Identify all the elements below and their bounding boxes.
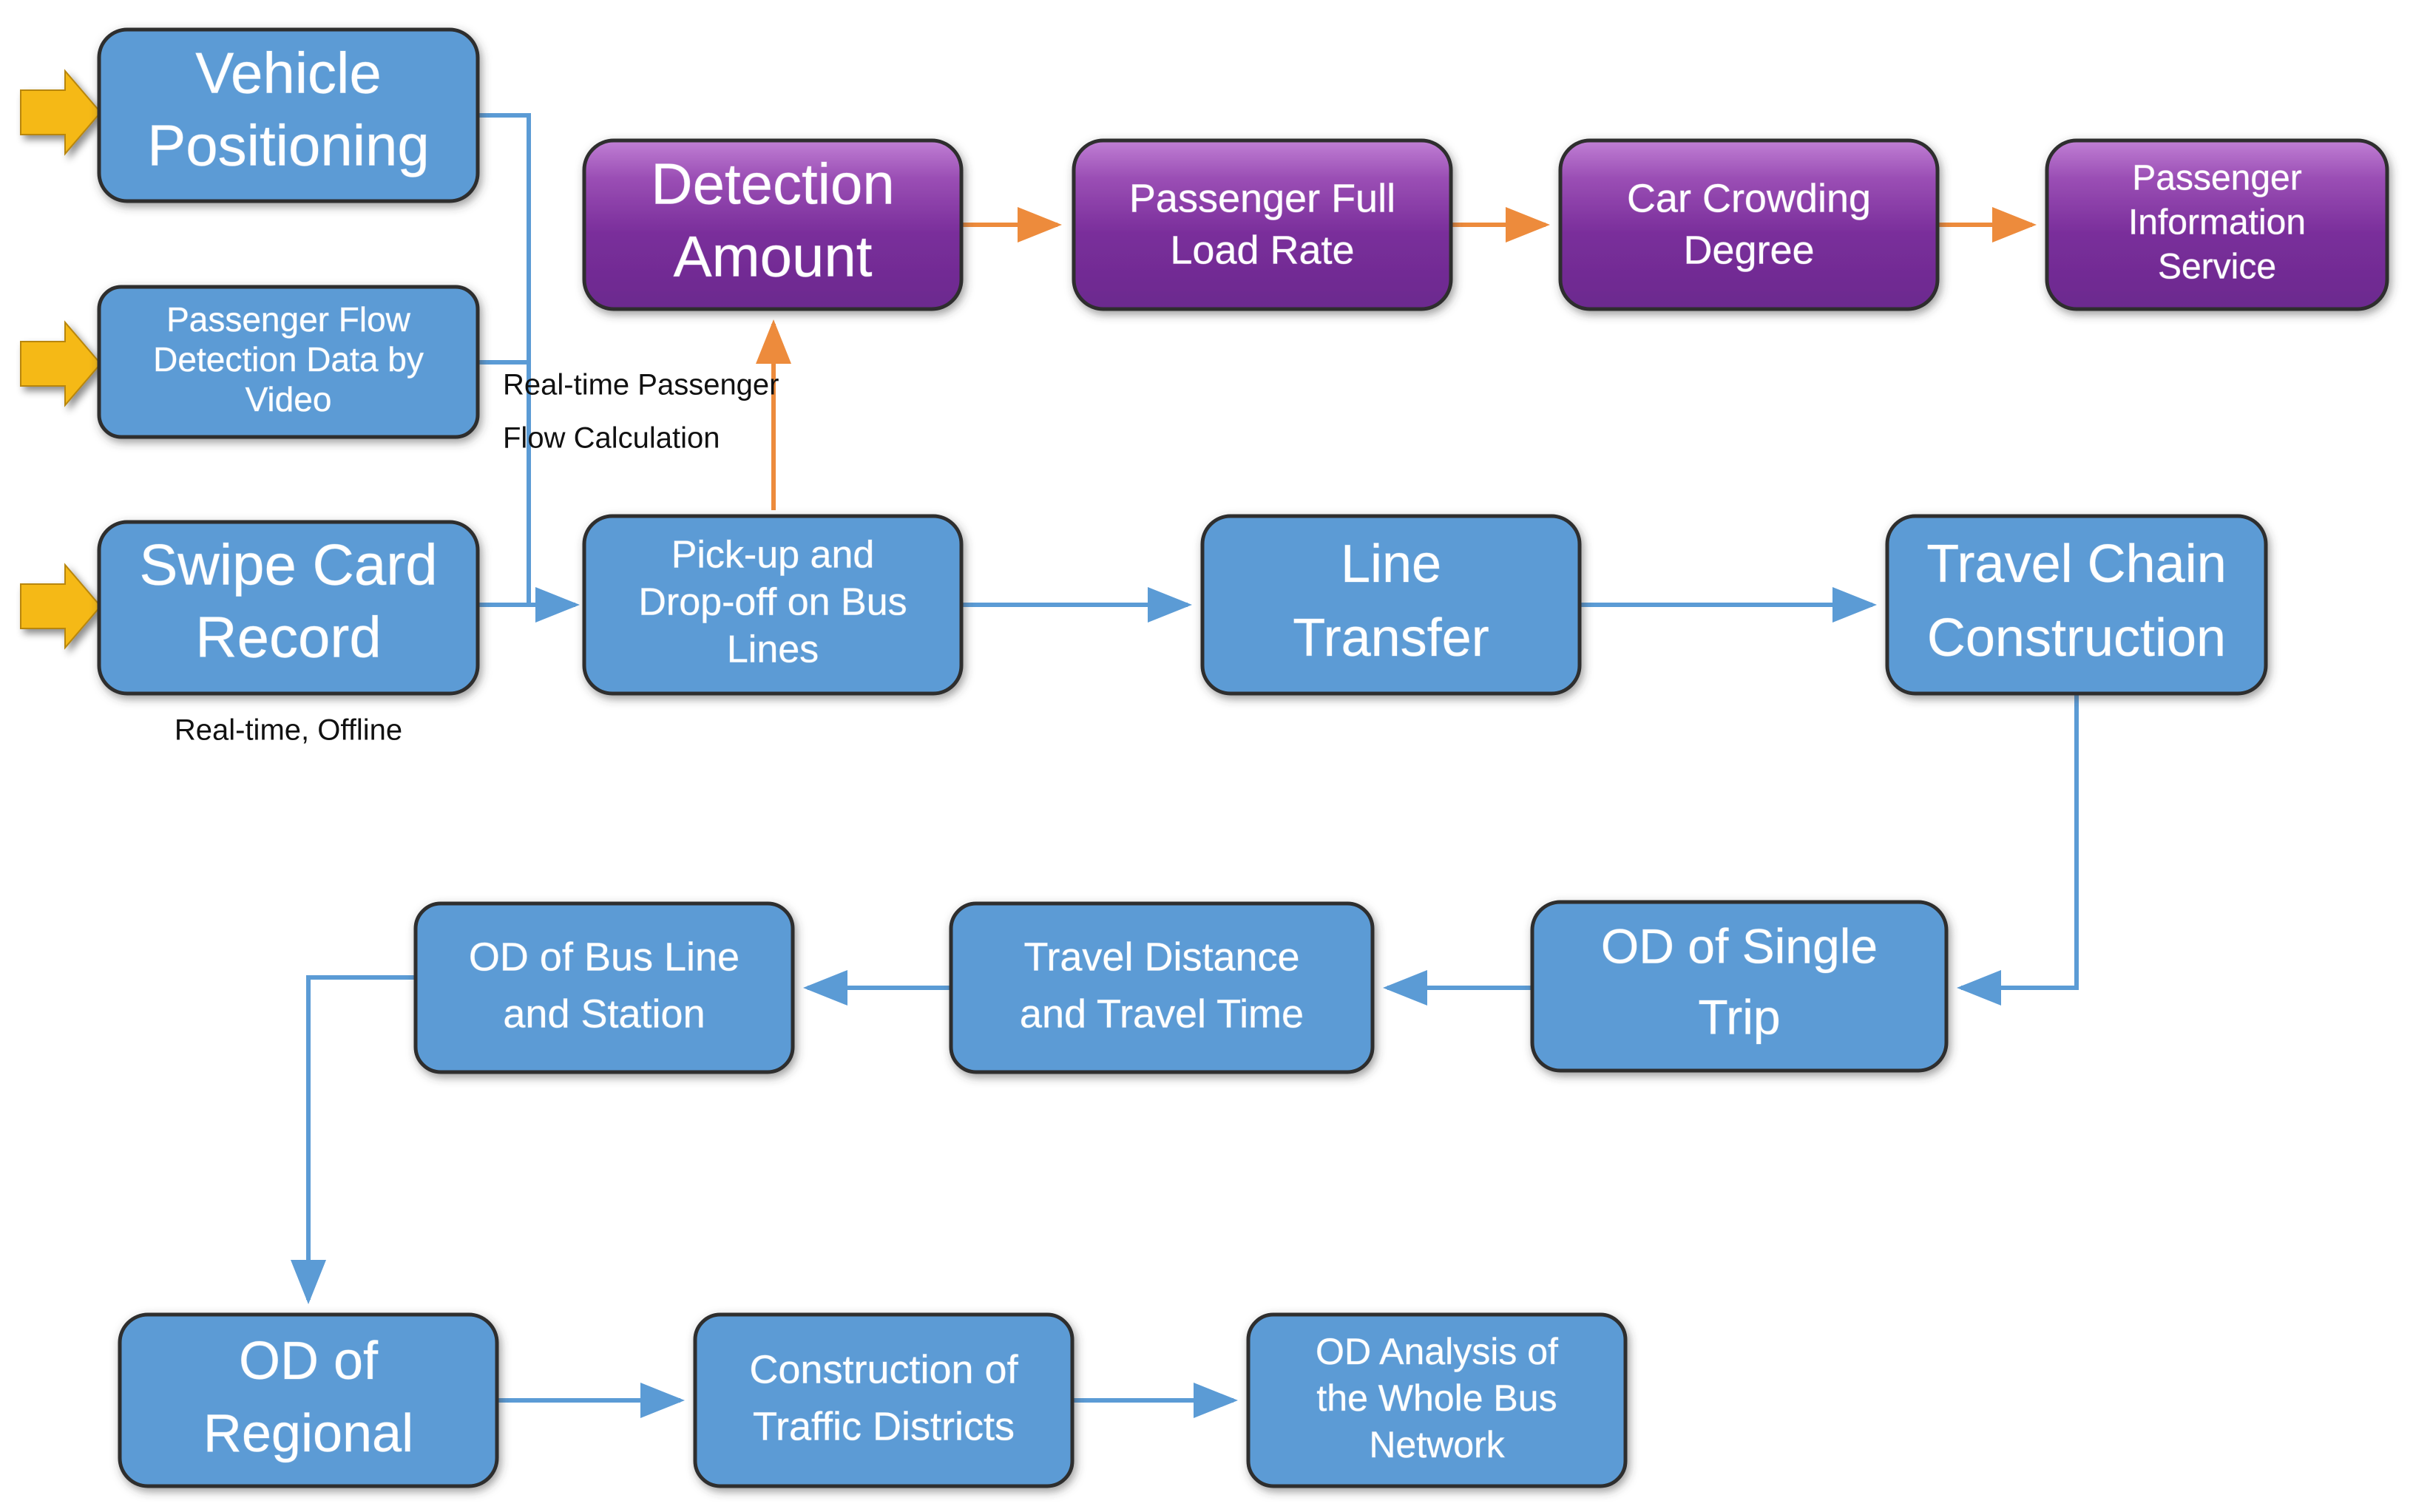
node-pickup-dropoff-line-1: Pick-up and — [671, 534, 875, 577]
node-swipe-card-record[interactable]: Swipe Card Record — [97, 520, 480, 696]
label-layer: Real-time Passenger Flow Calculation Rea… — [175, 369, 779, 747]
node-passenger-flow-video[interactable]: Passenger Flow Detection Data by Video — [97, 285, 480, 439]
node-swipe-card-record-line-2: Record — [195, 605, 381, 670]
node-od-single-trip-shape[interactable] — [1530, 900, 1949, 1073]
node-od-analysis-line-1: OD Analysis of — [1316, 1331, 1558, 1372]
node-travel-distance-time[interactable]: Travel Distance and Travel Time — [949, 901, 1375, 1074]
node-od-regional-shape[interactable] — [118, 1312, 499, 1488]
node-detection-amount-shape[interactable] — [582, 138, 964, 311]
node-pickup-dropoff-bus-lines[interactable]: Pick-up and Drop-off on Bus Lines — [582, 514, 964, 696]
node-traffic-districts-line-1: Construction of — [749, 1347, 1018, 1391]
node-od-bus-line-line-2: and Station — [503, 991, 705, 1036]
node-passenger-full-load-rate-line-2: Load Rate — [1170, 228, 1354, 272]
node-passenger-information-service[interactable]: Passenger Information Service — [2045, 138, 2389, 311]
node-vehicle-positioning-line-2: Positioning — [147, 113, 430, 178]
edge-vehicle-positioning-to-pickup — [478, 113, 531, 605]
node-swipe-card-record-shape[interactable] — [97, 520, 480, 696]
node-car-crowding-degree-shape[interactable] — [1558, 138, 1940, 311]
node-passenger-full-load-rate-shape[interactable] — [1072, 138, 1453, 311]
node-travel-distance-line-1: Travel Distance — [1023, 935, 1299, 979]
node-construction-traffic-districts[interactable]: Construction of Traffic Districts — [693, 1312, 1074, 1488]
node-line-transfer-line-2: Transfer — [1293, 608, 1489, 668]
caption-realtime-offline: Real-time, Offline — [175, 714, 402, 747]
node-traffic-districts-line-2: Traffic Districts — [753, 1404, 1015, 1448]
input-arrow-passenger-flow-video-icon — [20, 320, 102, 407]
node-passenger-flow-video-line-2: Detection Data by — [153, 340, 424, 379]
edge-label-realtime-passenger-flow-line-2: Flow Calculation — [503, 422, 720, 455]
node-pickup-dropoff-bus-lines-shape[interactable] — [582, 514, 964, 696]
node-travel-chain-line-2: Construction — [1927, 608, 2226, 668]
input-arrow-vehicle-positioning-icon — [20, 69, 102, 156]
node-passenger-full-load-rate-line-1: Passenger Full — [1129, 176, 1395, 220]
node-line-transfer[interactable]: Line Transfer — [1200, 514, 1582, 696]
node-od-analysis-line-3: Network — [1369, 1424, 1505, 1465]
node-passenger-information-service-line-3: Service — [2158, 248, 2276, 287]
node-passenger-information-service-line-2: Information — [2128, 203, 2306, 243]
node-travel-chain-line-1: Travel Chain — [1926, 535, 2227, 594]
node-construction-traffic-districts-shape[interactable] — [693, 1312, 1074, 1488]
node-pickup-dropoff-line-3: Lines — [727, 628, 819, 671]
node-od-regional-line-1: OD of — [239, 1332, 379, 1391]
node-passenger-flow-video-shape[interactable] — [97, 285, 480, 439]
node-detection-amount[interactable]: Detection Amount — [582, 138, 964, 311]
edge-od-bus-line-to-od-regional — [291, 975, 416, 1304]
node-travel-distance-line-2: and Travel Time — [1020, 991, 1304, 1036]
input-arrow-layer — [20, 69, 102, 650]
edge-travel-chain-to-od-single-trip — [1957, 694, 2079, 1006]
node-swipe-card-record-line-1: Swipe Card — [139, 532, 437, 597]
node-detection-amount-line-2: Amount — [674, 224, 873, 289]
node-travel-distance-time-shape[interactable] — [949, 901, 1375, 1074]
node-passenger-flow-video-line-1: Passenger Flow — [166, 300, 411, 339]
node-line-transfer-line-1: Line — [1341, 535, 1441, 594]
node-car-crowding-degree[interactable]: Car Crowding Degree — [1558, 138, 1940, 311]
node-od-analysis-whole-bus-network[interactable]: OD Analysis of the Whole Bus Network — [1246, 1312, 1628, 1488]
node-passenger-flow-video-line-3: Video — [246, 380, 332, 418]
node-od-single-trip[interactable]: OD of Single Trip — [1530, 900, 1949, 1073]
node-od-bus-line-line-1: OD of Bus Line — [469, 935, 740, 979]
node-vehicle-positioning-shape[interactable] — [97, 27, 480, 203]
input-arrow-swipe-card-record-icon — [20, 563, 102, 650]
node-layer: Vehicle Positioning Passenger Flow Detec… — [97, 27, 2389, 1488]
node-od-bus-line-station-shape[interactable] — [413, 901, 795, 1074]
node-passenger-information-service-line-1: Passenger — [2132, 159, 2301, 198]
node-passenger-information-service-shape[interactable] — [2045, 138, 2389, 311]
node-vehicle-positioning-line-1: Vehicle — [195, 41, 382, 106]
node-passenger-full-load-rate[interactable]: Passenger Full Load Rate — [1072, 138, 1453, 311]
node-od-single-trip-line-2: Trip — [1698, 989, 1780, 1044]
node-od-analysis-line-2: the Whole Bus — [1316, 1377, 1557, 1419]
node-travel-chain-construction[interactable]: Travel Chain Construction — [1885, 514, 2268, 696]
node-od-regional[interactable]: OD of Regional — [118, 1312, 499, 1488]
node-od-regional-line-2: Regional — [203, 1404, 413, 1463]
node-travel-chain-construction-shape[interactable] — [1885, 514, 2268, 696]
node-detection-amount-line-1: Detection — [651, 152, 895, 217]
node-car-crowding-degree-line-1: Car Crowding — [1627, 176, 1871, 220]
node-od-bus-line-station[interactable]: OD of Bus Line and Station — [413, 901, 795, 1074]
node-od-single-trip-line-1: OD of Single — [1601, 918, 1878, 973]
node-pickup-dropoff-line-2: Drop-off on Bus — [638, 581, 907, 624]
node-car-crowding-degree-line-2: Degree — [1683, 228, 1814, 272]
node-od-analysis-whole-bus-network-shape[interactable] — [1246, 1312, 1628, 1488]
edge-label-realtime-passenger-flow-line-1: Real-time Passenger — [503, 369, 779, 401]
node-vehicle-positioning[interactable]: Vehicle Positioning — [97, 27, 480, 203]
connector-layer — [291, 113, 2079, 1418]
node-line-transfer-shape[interactable] — [1200, 514, 1582, 696]
